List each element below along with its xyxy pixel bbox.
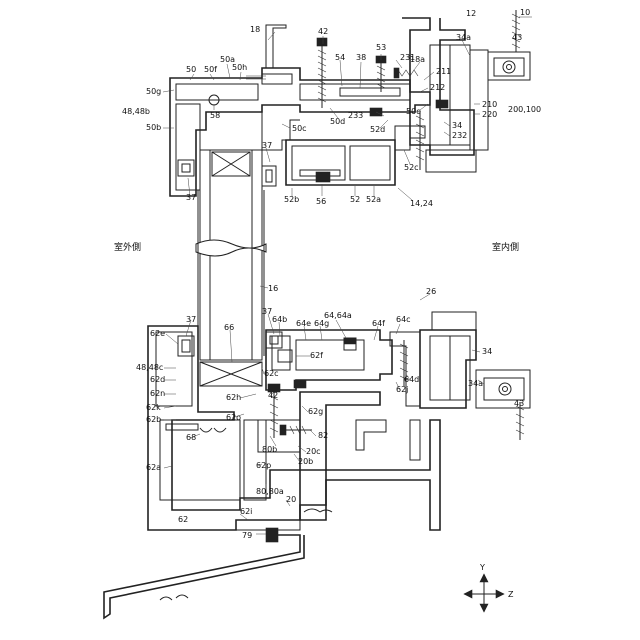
ref-label: 26 bbox=[426, 287, 436, 296]
ref-label: 62i bbox=[240, 507, 252, 516]
ref-label: 58 bbox=[210, 111, 220, 120]
ref-label: 18a bbox=[410, 55, 425, 64]
ref-label: 12 bbox=[466, 9, 476, 18]
ref-label: 34a bbox=[468, 379, 483, 388]
ref-label: 37 bbox=[262, 307, 272, 316]
ref-label: 48,48b bbox=[122, 107, 150, 116]
ref-label: 52 bbox=[350, 195, 360, 204]
ref-label: 62p bbox=[256, 461, 271, 470]
ref-label: 200,100 bbox=[508, 105, 541, 114]
ref-label: 50f bbox=[204, 65, 217, 74]
ref-label: 220 bbox=[482, 110, 497, 119]
ref-label: 62o bbox=[226, 413, 241, 422]
ref-label: 80b bbox=[262, 445, 277, 454]
ref-label: 34 bbox=[482, 347, 492, 356]
reference-labels: 12 18 42 53 231 34a 43 50 50f 50a 50h 54… bbox=[122, 9, 541, 540]
ref-label: 50d bbox=[330, 117, 345, 126]
ref-label: 62h bbox=[226, 393, 241, 402]
axis-label-y: Y bbox=[479, 563, 485, 572]
ref-label: 18 bbox=[250, 25, 260, 34]
ref-label: 53 bbox=[376, 43, 386, 52]
ref-label: 62k bbox=[146, 403, 161, 412]
ref-label: 50e bbox=[406, 107, 421, 116]
ref-label: 68 bbox=[186, 433, 196, 442]
ref-label: 20c bbox=[306, 447, 321, 456]
ref-label: 232 bbox=[452, 131, 467, 140]
ref-label: 62d bbox=[150, 375, 165, 384]
ref-label: 20b bbox=[298, 457, 313, 466]
ref-label: 210 bbox=[482, 100, 497, 109]
ref-label: 52d bbox=[370, 125, 385, 134]
ref-label: 34a bbox=[456, 33, 471, 42]
ref-label: 52a bbox=[366, 195, 381, 204]
ref-label: 64g bbox=[314, 319, 329, 328]
ref-label: 80,80a bbox=[256, 487, 284, 496]
ref-label: 62j bbox=[396, 385, 408, 394]
ref-label: 50c bbox=[292, 124, 307, 133]
axis-indicator: Y Z bbox=[464, 563, 514, 612]
ref-label: 48,48c bbox=[136, 363, 163, 372]
ref-label: 38 bbox=[356, 53, 366, 62]
ref-label: 37 bbox=[262, 141, 272, 150]
ref-label: 50b bbox=[146, 123, 161, 132]
ref-label: 64b bbox=[272, 315, 287, 324]
ref-label: 62b bbox=[146, 415, 161, 424]
ref-label: 50g bbox=[146, 87, 161, 96]
figure-number: 10 bbox=[520, 8, 530, 17]
ref-label: 14,24 bbox=[410, 199, 433, 208]
ref-label: 37 bbox=[186, 193, 196, 202]
ref-label: 233 bbox=[348, 111, 363, 120]
ref-label: 16 bbox=[268, 284, 278, 293]
ref-label: 52c bbox=[404, 163, 419, 172]
ref-label: 54 bbox=[335, 53, 345, 62]
ref-label: 82 bbox=[318, 431, 328, 440]
ref-label: 56 bbox=[316, 197, 326, 206]
ref-label: 212 bbox=[430, 83, 445, 92]
ref-label: 66 bbox=[224, 323, 234, 332]
ref-label: 50 bbox=[186, 65, 196, 74]
ref-label: 79 bbox=[242, 531, 252, 540]
ref-label: 62c bbox=[264, 369, 279, 378]
ref-label: 52b bbox=[284, 195, 299, 204]
ref-label: 64d bbox=[404, 375, 419, 384]
ref-label: 64c bbox=[396, 315, 411, 324]
ref-label: 43 bbox=[514, 399, 524, 408]
ref-label: 62e bbox=[150, 329, 165, 338]
ref-label: 50h bbox=[232, 63, 247, 72]
ref-label: 34 bbox=[452, 121, 462, 130]
ref-label: 62a bbox=[146, 463, 161, 472]
ref-label: 64f bbox=[372, 319, 385, 328]
axis-label-z: Z bbox=[508, 590, 514, 599]
ref-label: 211 bbox=[436, 67, 451, 76]
indoor-side-label: 室内側 bbox=[492, 241, 519, 253]
ref-label: 64e bbox=[296, 319, 311, 328]
ref-label: 43 bbox=[512, 33, 522, 42]
upper-frame bbox=[170, 25, 430, 196]
ref-label: 37 bbox=[186, 315, 196, 324]
ref-label: 42 bbox=[268, 391, 278, 400]
outdoor-side-label: 室外側 bbox=[114, 241, 141, 253]
glass-panel-16 bbox=[196, 150, 266, 386]
ref-label: 20 bbox=[286, 495, 296, 504]
ref-label: 42 bbox=[318, 27, 328, 36]
ref-label: 62 bbox=[178, 515, 188, 524]
ref-label: 64,64a bbox=[324, 311, 352, 320]
ref-label: 62g bbox=[308, 407, 323, 416]
ref-label: 62n bbox=[150, 389, 165, 398]
ref-label: 62f bbox=[310, 351, 323, 360]
